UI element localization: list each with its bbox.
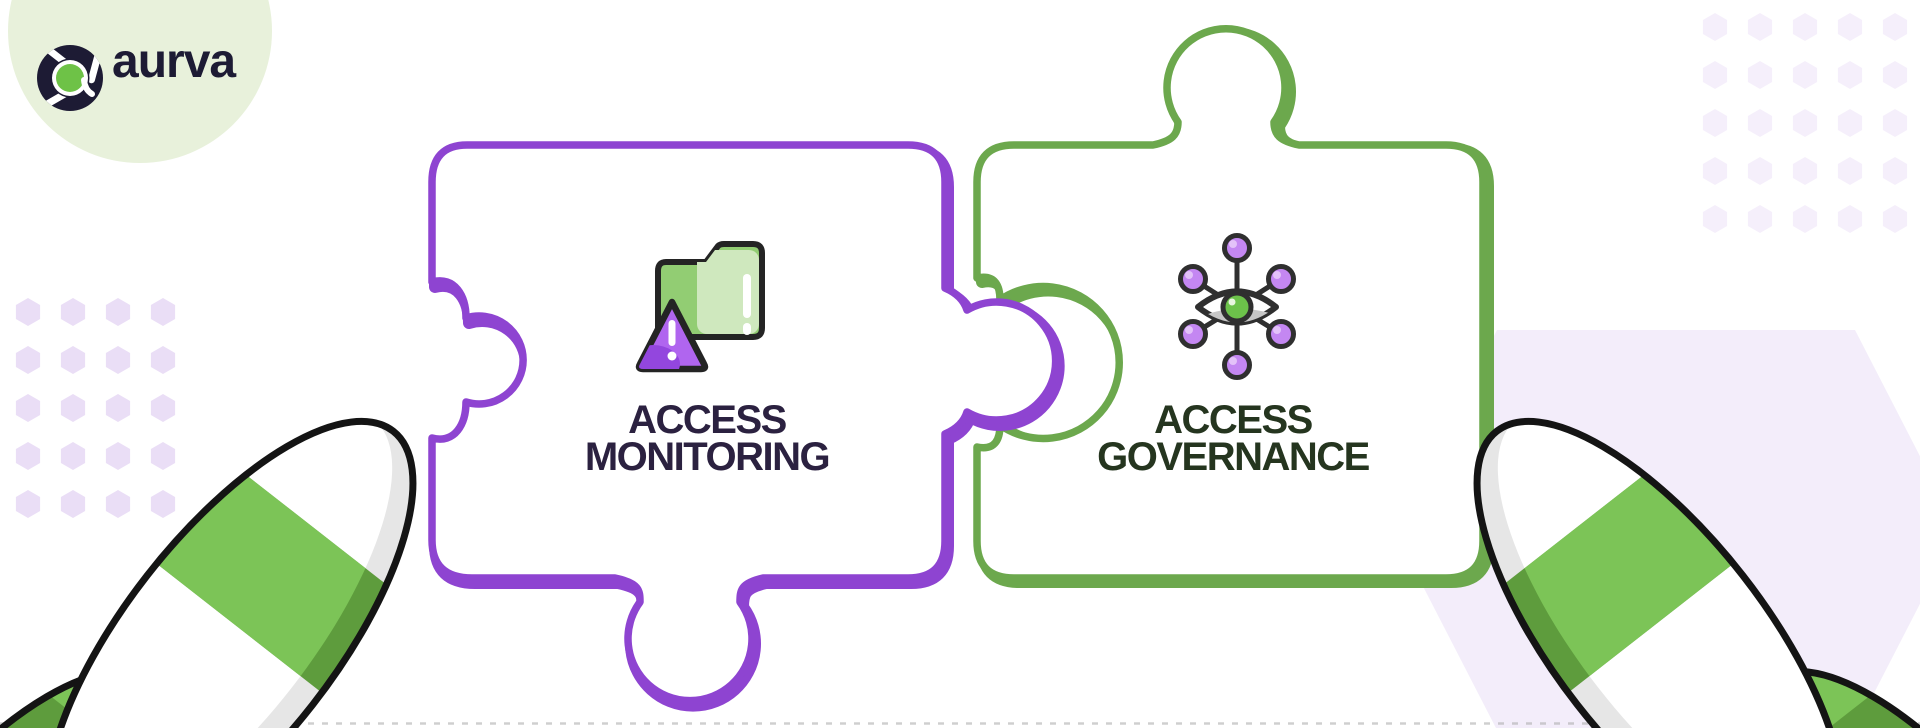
eye-iris-highlight <box>1228 298 1236 306</box>
alert-exclamation-dot <box>667 351 677 361</box>
eye-iris <box>1220 290 1254 324</box>
folder-highlight-short <box>743 323 751 335</box>
finger-left <box>0 366 476 728</box>
network-node-highlights <box>1185 240 1281 365</box>
network-nodes <box>1178 233 1296 380</box>
left-piece-label: ACCESS MONITORING <box>447 398 967 479</box>
folder-highlight-long <box>743 274 751 318</box>
eye-network-icon <box>1178 233 1296 380</box>
folder-alert-icon <box>635 241 765 373</box>
aurva-logo-icon <box>37 45 103 111</box>
left-piece-label-line2: MONITORING <box>584 435 831 479</box>
finger-right <box>1414 366 1906 728</box>
alert-exclamation-bar <box>668 320 676 346</box>
right-piece-label-line1: ACCESS <box>1154 398 1313 442</box>
dots-grid-left <box>10 295 185 523</box>
puzzle-piece-left-body <box>428 141 1060 705</box>
left-piece-label-line1: ACCESS <box>628 398 787 442</box>
dots-grid-right <box>1700 12 1912 234</box>
right-piece-label-line2: GOVERNANCE <box>1097 435 1370 479</box>
puzzle-piece-left <box>428 141 1065 712</box>
corner-circle <box>8 0 272 163</box>
brand-name: aurva <box>112 35 236 88</box>
right-piece-label: ACCESS GOVERNANCE <box>973 398 1493 479</box>
